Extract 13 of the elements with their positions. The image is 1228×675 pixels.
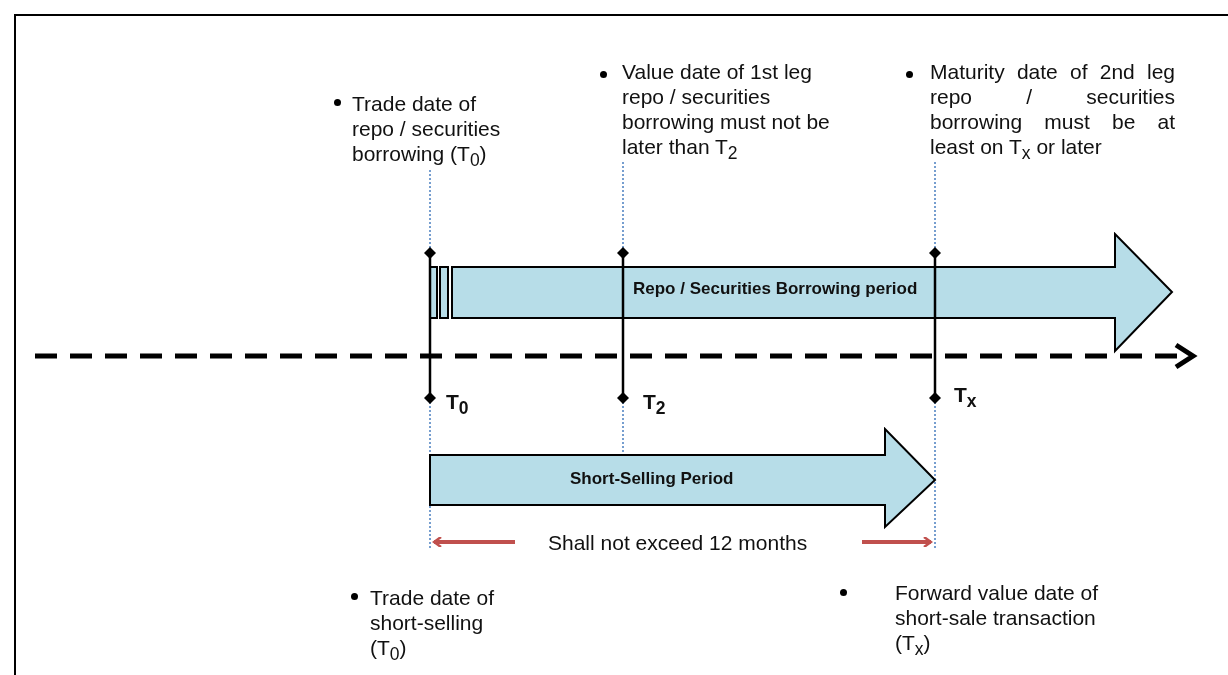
time-label: T$_{0}$ — [446, 390, 469, 420]
time-label: T$_{x}$ — [954, 383, 977, 413]
bullet-note: Value date of 1st leg repo / securities borrowing must not be later than T$_{2}$ — [622, 59, 831, 166]
bullet-note: Trade date of repo / securities borrowing (T$_{0}$) — [352, 91, 502, 173]
bullet-note: Maturity date of 2nd leg repo / securities borrowing must be at least on T$_{x}$ or later — [930, 59, 1175, 166]
arrow-label: Short-Selling Period — [570, 469, 734, 489]
bullet-note: Trade date of short-selling (T$_{0}$) — [370, 585, 496, 667]
bullet-note: Forward value date of short-sale transaction (T$_{x}$) — [895, 580, 1100, 662]
block-arrow — [428, 427, 938, 530]
duration-label: Shall not exceed 12 months — [548, 530, 809, 555]
block-arrow — [428, 232, 1174, 354]
arrow-label: Repo / Securities Borrowing period — [633, 279, 918, 299]
time-label: T$_{2}$ — [643, 390, 666, 420]
